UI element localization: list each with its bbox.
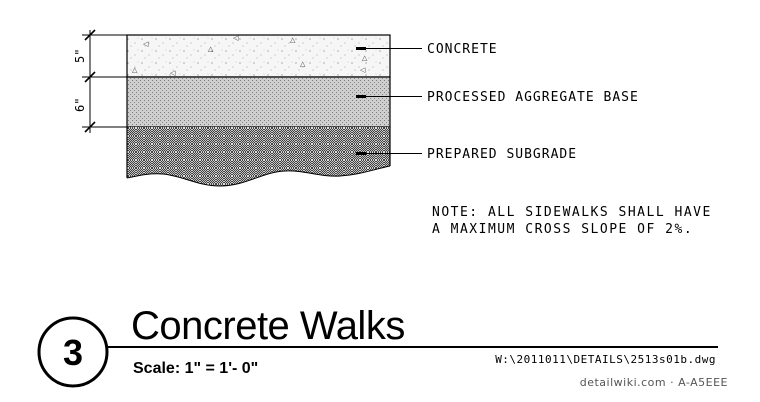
scale-label: Scale: 1" = 1'- 0" [133,360,258,377]
file-path: W:\2011011\DETAILS\2513s01b.dwg [495,353,716,366]
base-thickness-label: 6" [73,98,87,112]
note-line-1: NOTE: ALL SIDEWALKS SHALL HAVE [432,205,712,220]
callout-concrete: CONCRETE [427,42,498,57]
aggregate-base-layer [126,76,391,128]
svg-text:△: △ [362,54,368,62]
detail-number-bubble [37,316,109,388]
concrete-layer: ◁ △ ◁ △ △ ◁ △ ◁ △ [126,34,391,78]
svg-text:◁: ◁ [360,66,366,74]
leader-base [356,95,422,98]
detail-title: Concrete Walks [131,304,405,348]
svg-text:△: △ [290,36,296,44]
concrete-thickness-label: 5" [73,49,87,63]
svg-text:◁: ◁ [143,40,149,48]
detail-number: 3 [63,332,83,373]
dimension-line [82,29,127,133]
svg-text:◁: ◁ [233,34,239,42]
svg-text:△: △ [300,60,306,68]
subgrade-layer [126,127,391,187]
leader-subgrade [356,152,422,155]
callout-subgrade: PREPARED SUBGRADE [427,147,577,162]
svg-text:◁: ◁ [170,69,176,77]
callout-aggregate-base: PROCESSED AGGREGATE BASE [427,90,639,105]
svg-text:△: △ [208,45,214,53]
note-line-2: A MAXIMUM CROSS SLOPE OF 2%. [432,222,693,237]
credit-text: detailwiki.com · A-A5EEE [580,376,728,389]
leader-concrete [356,47,422,50]
svg-text:△: △ [132,66,138,74]
